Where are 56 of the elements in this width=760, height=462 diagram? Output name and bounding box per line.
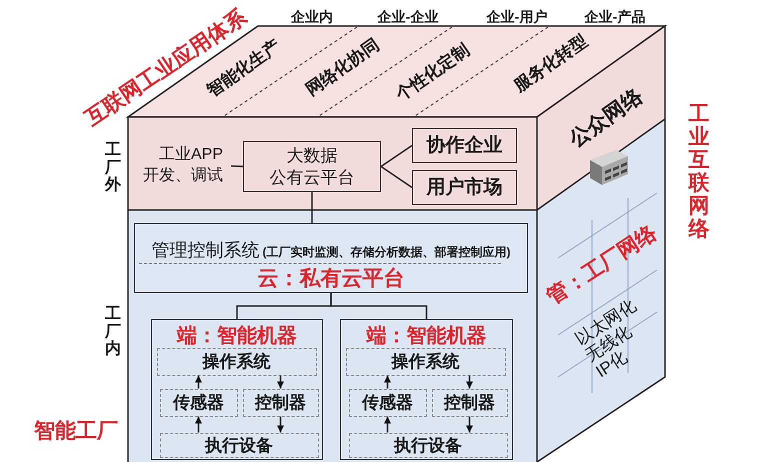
connector-line xyxy=(380,166,412,188)
connector-line xyxy=(230,165,244,168)
box-label: 控制器 xyxy=(255,394,306,411)
box-label: 执行设备 xyxy=(205,436,273,454)
arrow xyxy=(195,376,202,388)
panel-note: (工厂实时监测、存储分析数据、部署控制应用) xyxy=(262,244,510,261)
module-box xyxy=(348,432,508,458)
arrow xyxy=(195,416,202,432)
panel-label: 管理控制系统 xyxy=(152,239,260,262)
face-label: 网络化协同 xyxy=(302,36,384,100)
box-label: 传感器 xyxy=(362,394,413,411)
column-header: 企业内 xyxy=(291,9,333,25)
column-header: 企业-用户 xyxy=(486,9,548,25)
network-heading: 工业互联网络 xyxy=(688,102,710,242)
arrow xyxy=(277,416,284,432)
module-box xyxy=(348,388,426,416)
face-label: 个性化定制 xyxy=(392,40,474,106)
box-label: 传感器 xyxy=(173,394,224,411)
process-box xyxy=(412,128,517,163)
connector-line xyxy=(380,144,412,168)
device-panel xyxy=(151,319,323,460)
box-label: 公有云平台 xyxy=(270,166,354,188)
arrow xyxy=(466,416,473,432)
process-box xyxy=(412,170,517,205)
connector-line xyxy=(311,192,313,223)
arrow xyxy=(384,416,391,432)
panel-title: 端：智能机器 xyxy=(365,325,488,348)
module-box xyxy=(160,432,318,458)
process-box xyxy=(243,141,381,192)
zone-label: 工厂内 xyxy=(105,306,121,358)
box-label: 协作企业 xyxy=(426,134,502,158)
box-label: 用户市场 xyxy=(426,176,502,200)
column-header: 企业-企业 xyxy=(378,9,438,25)
box-label: 控制器 xyxy=(444,394,495,411)
panel-title: 端：智能机器 xyxy=(176,325,298,348)
section-heading: 智能工厂 xyxy=(34,419,118,443)
panel-title: 云：私有云平台 xyxy=(258,267,404,291)
module-box xyxy=(160,388,238,416)
text-label: 开发、调试 xyxy=(143,166,223,186)
arrow xyxy=(384,376,391,388)
system-panel xyxy=(134,223,528,293)
column-header: 企业-产品 xyxy=(584,9,646,25)
module-box xyxy=(346,348,506,376)
box-label: 大数据 xyxy=(286,145,338,166)
device-panel xyxy=(340,319,513,460)
text-label: 工业APP xyxy=(158,145,223,166)
box-label: 操作系统 xyxy=(202,353,270,370)
module-box xyxy=(432,388,508,416)
module-box xyxy=(156,348,316,376)
connector-line xyxy=(330,293,428,319)
module-box xyxy=(242,388,318,416)
box-label: 操作系统 xyxy=(392,353,460,370)
arrow xyxy=(466,376,473,388)
arrow xyxy=(277,376,284,388)
zone-label: 工厂外 xyxy=(105,142,121,194)
box-label: 执行设备 xyxy=(394,436,462,454)
